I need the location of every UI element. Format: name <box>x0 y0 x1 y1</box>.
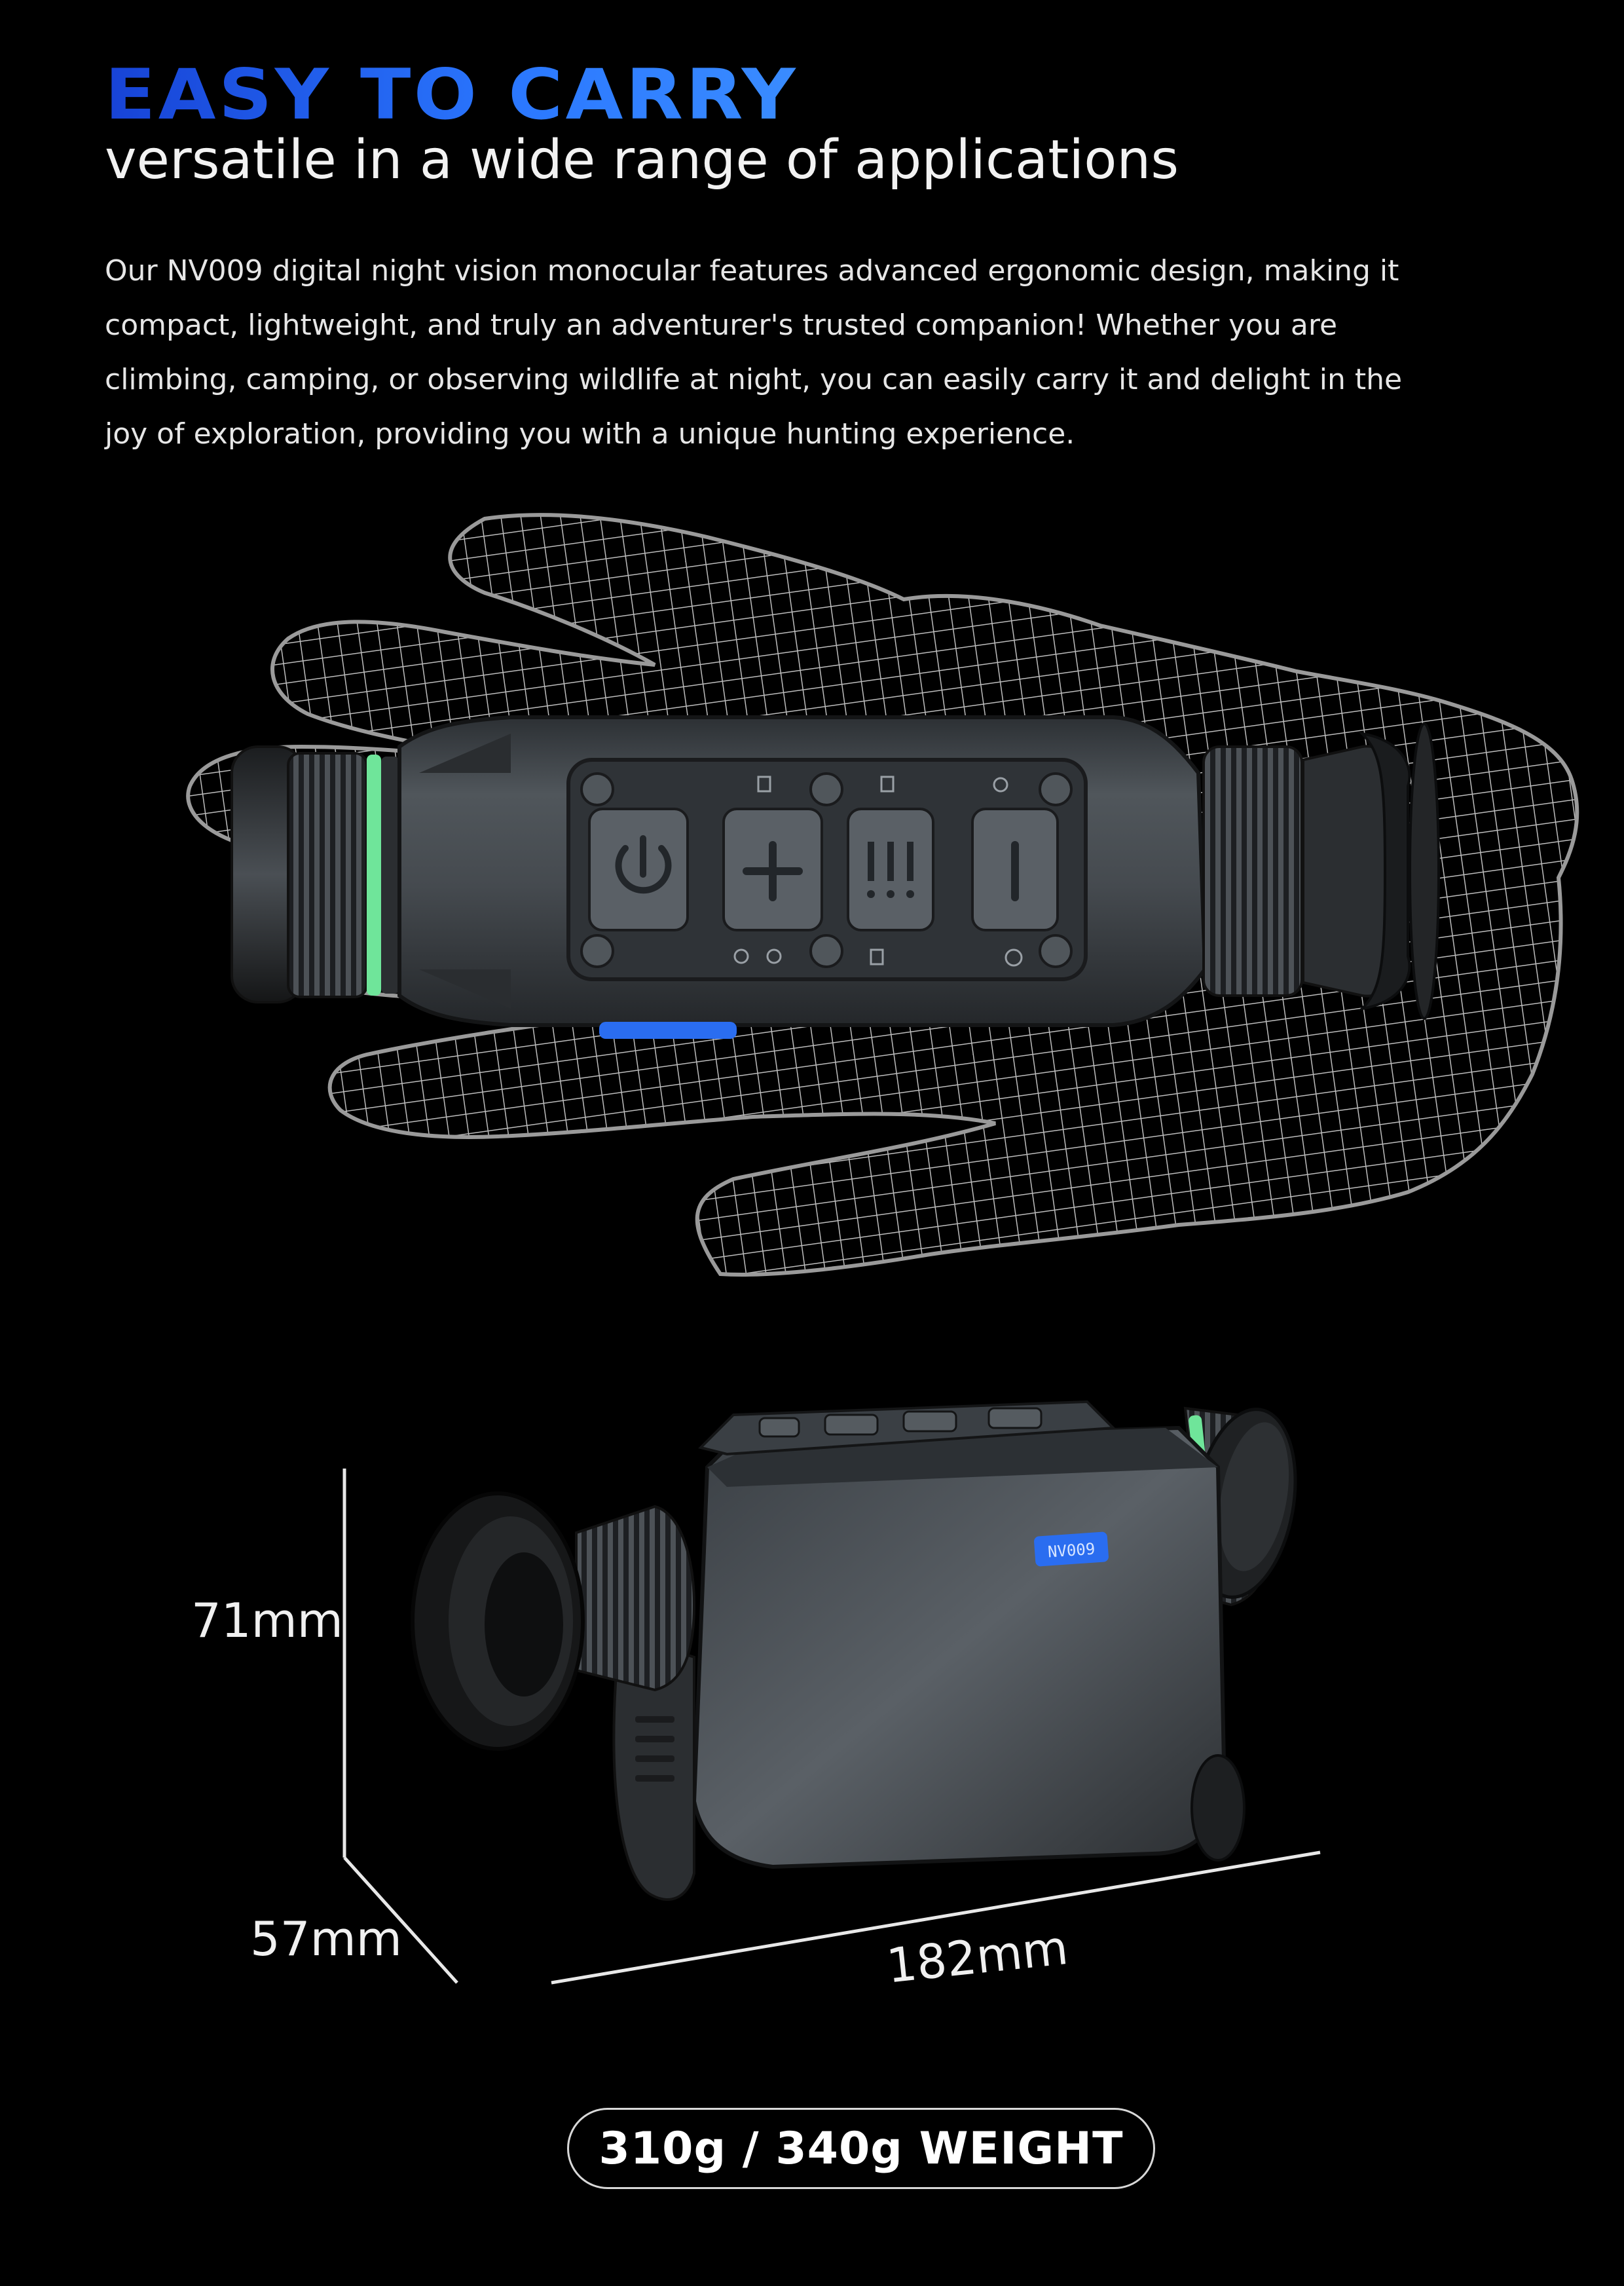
subheadline: versatile in a wide range of application… <box>105 129 1179 191</box>
weight-badge: 310g / 340g WEIGHT <box>567 2108 1155 2189</box>
menu-icon <box>847 808 934 931</box>
headline: EASY TO CARRY <box>105 54 799 135</box>
plus-icon <box>722 808 823 931</box>
dimension-height-label: 71mm <box>191 1593 343 1648</box>
product-illustration: NV009 <box>186 513 1579 1985</box>
dimension-depth-label: 57mm <box>250 1911 402 1966</box>
dimension-lines <box>342 1469 1321 1985</box>
monocular-angled-view: NV009 <box>411 1400 1297 1901</box>
model-badge-label: NV009 <box>1047 1540 1096 1562</box>
product-description: Our NV009 digital night vision monocular… <box>105 254 1403 451</box>
power-icon <box>588 808 689 931</box>
minus-icon <box>971 808 1059 931</box>
weight-badge-label: 310g / 340g WEIGHT <box>599 2122 1124 2175</box>
model-badge: NV009 <box>1034 1531 1109 1567</box>
monocular-top-view <box>231 715 1440 1039</box>
